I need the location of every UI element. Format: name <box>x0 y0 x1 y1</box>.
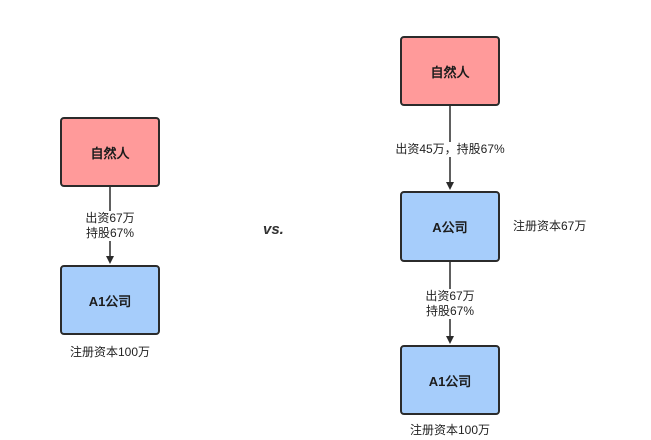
right-middle-company-node: A公司 <box>400 191 500 262</box>
right-middle-company-caption: 注册资本67万 <box>513 219 587 233</box>
left-company-label: A1公司 <box>88 293 132 309</box>
left-edge-label-line2: 持股67% <box>85 226 135 240</box>
left-edge-label: 出资67万 持股67% <box>78 211 142 241</box>
left-edge-label-line1: 出资67万 <box>85 211 135 225</box>
left-company-node: A1公司 <box>60 265 160 335</box>
right-person-node: 自然人 <box>400 36 500 106</box>
right-edge2-label-line2: 持股67% <box>425 304 475 318</box>
right-edge1-label: 出资45万，持股67% <box>386 142 514 157</box>
left-person-label: 自然人 <box>90 145 130 161</box>
left-company-caption: 注册资本100万 <box>69 345 151 359</box>
right-edge2-label-line1: 出资67万 <box>425 289 475 303</box>
right-middle-company-label: A公司 <box>432 220 468 235</box>
left-person-node: 自然人 <box>60 117 160 187</box>
right-bottom-company-label: A1公司 <box>428 373 472 389</box>
versus-label: vs. <box>263 221 284 238</box>
right-bottom-company-node: A1公司 <box>400 345 500 415</box>
right-bottom-company-caption: 注册资本100万 <box>409 423 491 437</box>
right-edge2-label: 出资67万 持股67% <box>418 289 482 319</box>
right-person-label: 自然人 <box>430 64 470 80</box>
